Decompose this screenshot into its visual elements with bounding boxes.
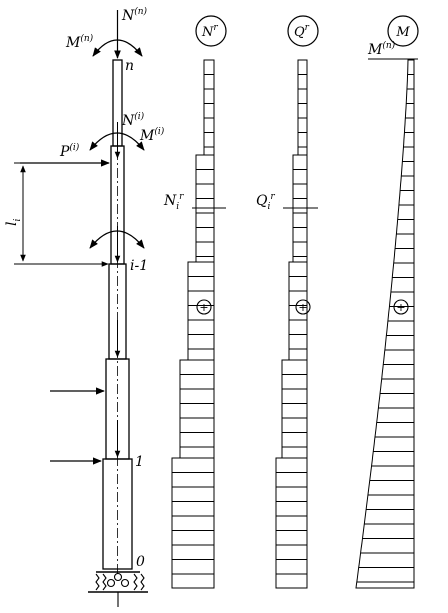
lower-moment-arc — [89, 230, 145, 249]
diagram-shear-section-label: Qir — [256, 192, 275, 212]
diagram-shear-strips — [275, 59, 308, 589]
diagram-moment-top-label: M(n) — [367, 40, 396, 58]
node-one-label: 1 — [135, 454, 144, 470]
diagram-moment-strips — [355, 59, 415, 589]
segment-moment-label: M(i) — [139, 126, 165, 144]
diagram-shear-header-circle — [287, 15, 319, 47]
diagram-axial-strips — [171, 59, 215, 589]
segment-length-label: li — [4, 219, 23, 226]
diagram-shear: Qr Qir + — [256, 15, 319, 589]
diagram-axial-header-circle — [195, 15, 227, 47]
moment-envelope — [355, 59, 415, 589]
diagram-step — [171, 457, 215, 589]
segment-moment-arc — [89, 132, 145, 151]
diagram-moment-sign: + — [396, 301, 405, 314]
diagram-shear-sign-circle — [295, 299, 311, 315]
top-moment-label: M(n) — [65, 33, 94, 51]
diagram-axial-section-label: Nir — [163, 192, 184, 212]
top-axial-force-label: N(n) — [121, 6, 148, 24]
base-node-label: 0 — [136, 554, 145, 570]
diagram-shear-header: Qr — [294, 23, 310, 40]
lateral-load-label: P(i) — [59, 142, 80, 160]
diagram-moment-sign-circle — [393, 299, 409, 315]
diagram-axial: Nr Nir + — [163, 15, 227, 589]
diagram-moment-header-circle — [387, 15, 419, 47]
diagram-step — [275, 457, 308, 589]
base-support — [88, 571, 148, 607]
segment-axial-force-label: N(i) — [121, 111, 145, 129]
lower-node-label: i-1 — [130, 258, 148, 274]
diagram-axial-sign: + — [199, 301, 208, 314]
diagram-shear-sign: + — [298, 301, 307, 314]
top-node-label: n — [125, 58, 134, 74]
diagram-axial-sign-circle — [196, 299, 212, 315]
diagram-axial-header: Nr — [201, 23, 218, 40]
diagram-moment: M M(n) + — [355, 15, 419, 589]
top-moment-arc — [92, 39, 143, 57]
segment-length-dimension — [14, 162, 109, 267]
diagram-moment-header: M — [395, 25, 410, 40]
